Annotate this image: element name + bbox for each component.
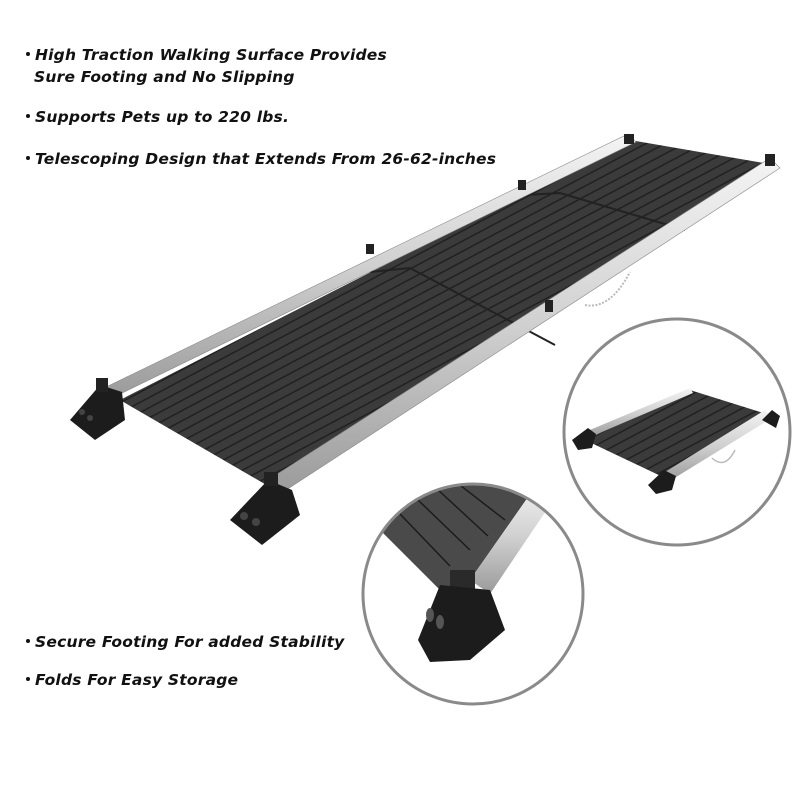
feature-telescoping: Telescoping Design that Extends From 26-… [26,149,496,170]
bullet-icon [26,155,30,160]
inset-folded-ramp [562,317,792,547]
feature-traction-line2: Sure Footing and No Slipping [34,68,295,86]
inset-foot-closeup [361,482,585,706]
feature-text: Folds For Easy Storage [35,671,239,689]
feature-weight: Supports Pets up to 220 lbs. [26,107,289,128]
bullet-icon [26,638,30,643]
main-ramp [70,133,781,545]
feature-traction: High Traction Walking Surface Provides [26,45,387,66]
inset-border [361,482,585,706]
bullet-icon [26,51,30,56]
bullet-icon [26,113,30,118]
feature-folds: Folds For Easy Storage [26,670,238,691]
inset-border [562,317,792,547]
bullet-icon [26,676,30,681]
feature-text: Telescoping Design that Extends From 26-… [35,150,497,168]
feature-text: Secure Footing For added Stability [35,633,345,651]
feature-text: Supports Pets up to 220 lbs. [35,108,290,126]
feature-text: High Traction Walking Surface Provides [35,46,387,64]
feature-stability: Secure Footing For added Stability [26,632,345,653]
